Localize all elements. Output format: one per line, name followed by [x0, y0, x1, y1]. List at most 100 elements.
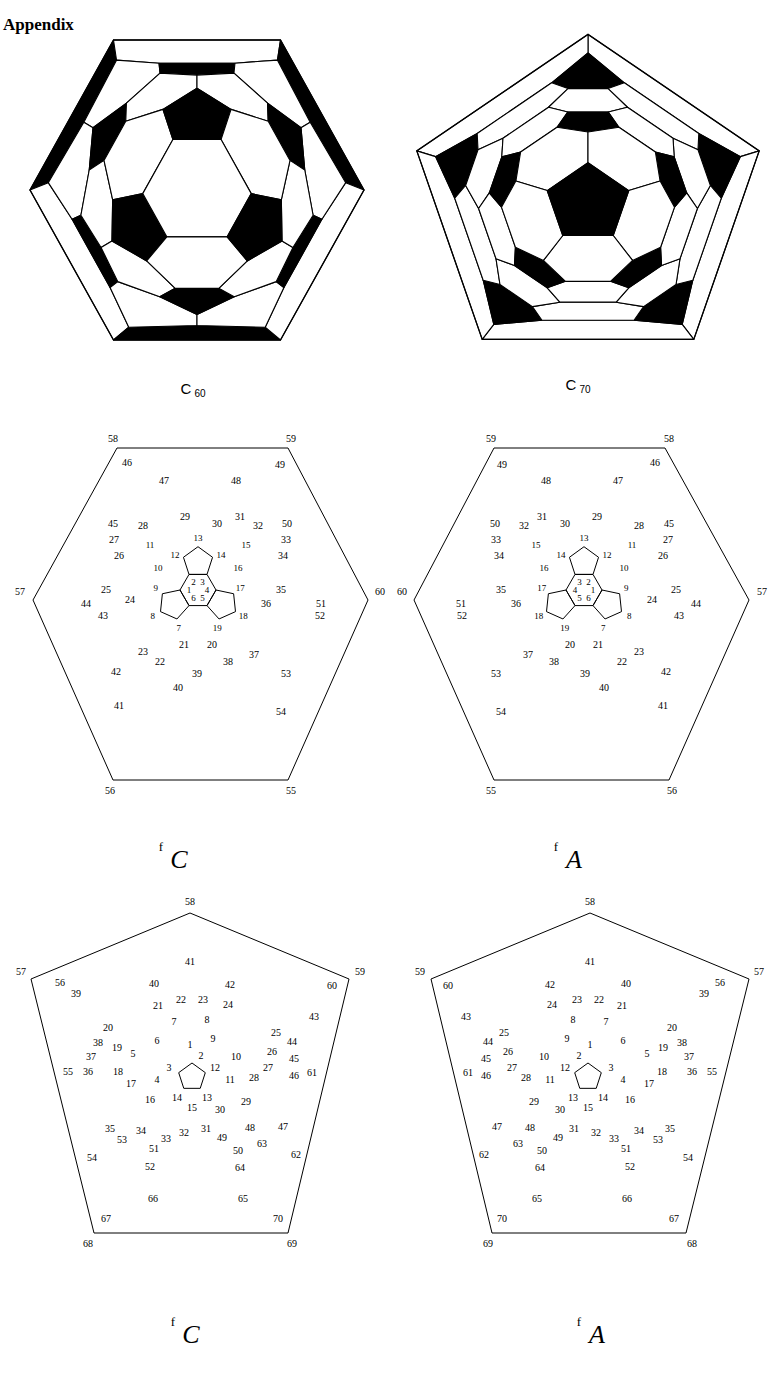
c60-schlegel: [30, 40, 364, 340]
hexagon-face: [114, 40, 281, 63]
atom-number: 37: [684, 1052, 694, 1062]
atom-number: 16: [540, 564, 549, 573]
atom-number: 30: [560, 519, 570, 529]
atom-number: 9: [565, 1034, 570, 1044]
atom-number: 22: [176, 995, 186, 1005]
atom-number: 2: [191, 578, 196, 587]
atom-number: 3: [200, 578, 205, 587]
pentagon-face: [547, 163, 629, 236]
atom-number: 50: [537, 1146, 547, 1156]
atom-number: 35: [105, 1124, 115, 1134]
atom-number: 30: [555, 1105, 565, 1115]
atom-number: 46: [481, 1071, 491, 1081]
atom-number: 20: [207, 640, 217, 650]
atom-number: 46: [122, 458, 132, 468]
atom-number: 15: [242, 541, 251, 550]
atom-number: 60: [443, 981, 453, 991]
atom-number: 53: [491, 669, 501, 679]
atom-number: 62: [291, 1150, 301, 1160]
atom-number: 7: [177, 623, 182, 632]
atom-number: 6: [155, 1036, 160, 1046]
pentagon-face: [114, 326, 281, 340]
atom-number: 64: [235, 1163, 245, 1173]
atom-number: 16: [145, 1095, 155, 1105]
atom-number: 30: [212, 519, 222, 529]
atom-number: 56: [667, 786, 677, 796]
pentagon-face: [552, 53, 625, 89]
c60-numbering-panel: [414, 448, 749, 780]
atom-number: 15: [187, 1103, 197, 1113]
atom-number: 18: [239, 612, 248, 621]
atom-number: 43: [674, 611, 684, 621]
center-hexagon: [566, 574, 602, 605]
atom-number: 55: [63, 1067, 73, 1077]
atom-number: 13: [568, 1093, 578, 1103]
atom-number: 29: [180, 512, 190, 522]
atom-number: 13: [194, 533, 203, 542]
hexagon-face: [532, 302, 643, 320]
atom-number: 52: [625, 1162, 635, 1172]
atom-number: 27: [109, 535, 119, 545]
atom-number: 55: [486, 786, 496, 796]
atom-number: 67: [101, 1214, 111, 1224]
atom-number: 22: [155, 657, 165, 667]
atom-number: 44: [691, 599, 701, 609]
atom-number: 29: [241, 1097, 251, 1107]
outer-face: [417, 34, 759, 339]
atom-number: 31: [537, 512, 547, 522]
atom-number: 60: [397, 587, 407, 597]
atom-number: 44: [483, 1037, 493, 1047]
atom-number: 3: [167, 1063, 172, 1073]
atom-number: 58: [108, 434, 118, 444]
atom-number: 49: [497, 460, 507, 470]
atom-number: 64: [535, 1163, 545, 1173]
atom-number: 36: [261, 599, 271, 609]
atom-number: 17: [537, 583, 546, 592]
atom-number: 57: [15, 587, 25, 597]
atom-number: 53: [653, 1135, 663, 1145]
hexagon-face: [147, 237, 248, 288]
atom-number: 11: [225, 1075, 235, 1085]
atom-number: 12: [170, 550, 179, 559]
atom-number: 10: [154, 564, 163, 573]
atom-number: 7: [604, 1017, 609, 1027]
atom-number: 27: [263, 1063, 273, 1073]
center-pentagon: [179, 1063, 206, 1088]
numbering-panels: [31, 448, 749, 1233]
atom-number: 37: [86, 1052, 96, 1062]
atom-number: 10: [620, 564, 629, 573]
atom-number: 58: [664, 434, 674, 444]
atom-number: 19: [112, 1043, 122, 1053]
atom-number: 23: [198, 995, 208, 1005]
atom-number: 9: [624, 583, 629, 592]
atom-number: 47: [613, 476, 623, 486]
atom-number: 14: [556, 550, 565, 559]
atom-number: 23: [634, 647, 644, 657]
atom-number: 25: [101, 585, 111, 595]
atom-number: 32: [253, 521, 263, 531]
atom-number: 31: [235, 512, 245, 522]
atom-number: 12: [603, 550, 612, 559]
atom-number: 39: [580, 669, 590, 679]
atom-number: 42: [111, 667, 121, 677]
atom-number: 2: [199, 1051, 204, 1061]
atom-number: 35: [665, 1124, 675, 1134]
atom-number: 33: [161, 1134, 171, 1144]
atom-number: 1: [188, 1040, 193, 1050]
atom-number: 9: [211, 1034, 216, 1044]
atom-number: 32: [591, 1128, 601, 1138]
atom-number: 41: [658, 701, 668, 711]
atom-number: 44: [287, 1037, 297, 1047]
c70-numbering-panel: [431, 913, 749, 1233]
atom-number: 37: [249, 650, 259, 660]
atom-number: 15: [532, 541, 541, 550]
pentagon: [161, 590, 189, 619]
atom-number: 38: [223, 657, 233, 667]
pentagon: [207, 590, 235, 619]
atom-number: 33: [281, 535, 291, 545]
atom-number: 19: [213, 623, 222, 632]
atom-number: 42: [661, 667, 671, 677]
atom-number: 54: [87, 1153, 97, 1163]
atom-number: 59: [286, 434, 296, 444]
